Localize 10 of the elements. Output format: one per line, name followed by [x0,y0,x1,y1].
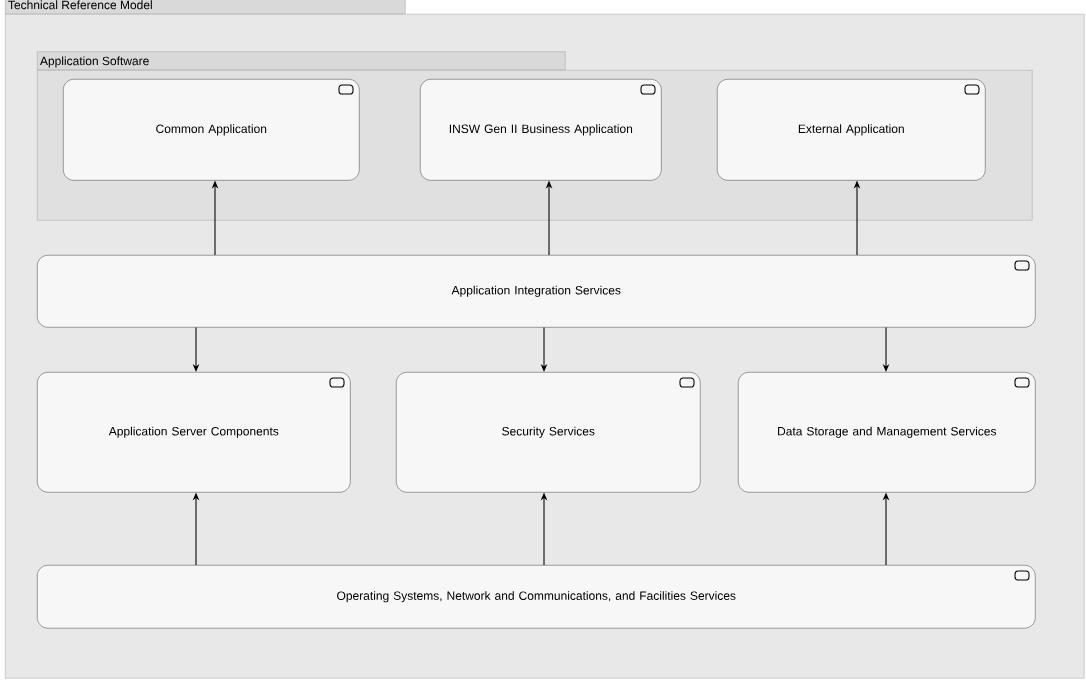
service-box: Application Integration Services [37,255,1036,328]
service-box: Security Services [396,372,701,493]
service-box: Data Storage and Management Services [738,372,1036,493]
service-box: INSW Gen II Business Application [420,79,662,181]
service-box: Application Server Components [37,372,351,493]
service-box: External Application [717,79,986,181]
node-label: Technical Reference Model [8,0,152,10]
service-box: Common Application [63,79,360,181]
node-label: Application Software [39,56,149,68]
service-box: Operating Systems, Network and Communications, and Facilities Services [37,565,1036,629]
